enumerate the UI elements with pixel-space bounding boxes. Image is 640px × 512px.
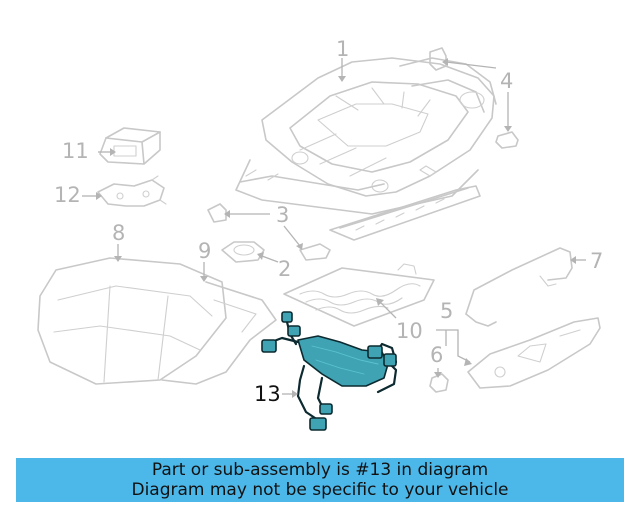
callout-7: 7 [590, 249, 603, 273]
part-6-knob [429, 373, 449, 393]
callout-11: 11 [62, 139, 89, 163]
part-12-bracket [97, 175, 167, 207]
part-1-seat-frame [235, 57, 497, 241]
callout-6: 6 [430, 343, 443, 367]
parts-diagram: 1 2 3 4 5 6 7 8 9 10 11 12 13 [37, 37, 603, 431]
callout-labels: 1 2 3 4 5 6 7 8 9 10 11 12 13 [54, 37, 603, 406]
callout-9: 9 [198, 239, 211, 263]
info-banner: Part or sub-assembly is #13 in diagram D… [16, 458, 624, 502]
part-5-side-shield [467, 317, 601, 389]
part-7-wire-frame [465, 247, 573, 327]
callout-10: 10 [396, 319, 423, 343]
callout-4: 4 [500, 69, 513, 93]
part-4-clip [429, 47, 519, 149]
callout-13: 13 [254, 382, 281, 406]
callout-3: 3 [276, 203, 289, 227]
part-11-control-module [99, 127, 161, 165]
leader-lines [82, 58, 586, 398]
banner-line-2: Diagram may not be specific to your vehi… [131, 480, 509, 500]
part-9-cushion-cover [161, 281, 277, 385]
part-3-clips [207, 203, 331, 261]
part-10-spring-mat [283, 263, 435, 327]
part-2-cap [221, 241, 265, 263]
callout-8: 8 [112, 221, 125, 245]
callout-5: 5 [440, 299, 453, 323]
callout-12: 12 [54, 183, 81, 207]
part-13-wire-harness [261, 311, 398, 431]
part-8-cushion-pad [37, 257, 227, 385]
callout-1: 1 [336, 37, 349, 61]
callout-2: 2 [278, 257, 291, 281]
banner-line-1: Part or sub-assembly is #13 in diagram [151, 460, 489, 480]
